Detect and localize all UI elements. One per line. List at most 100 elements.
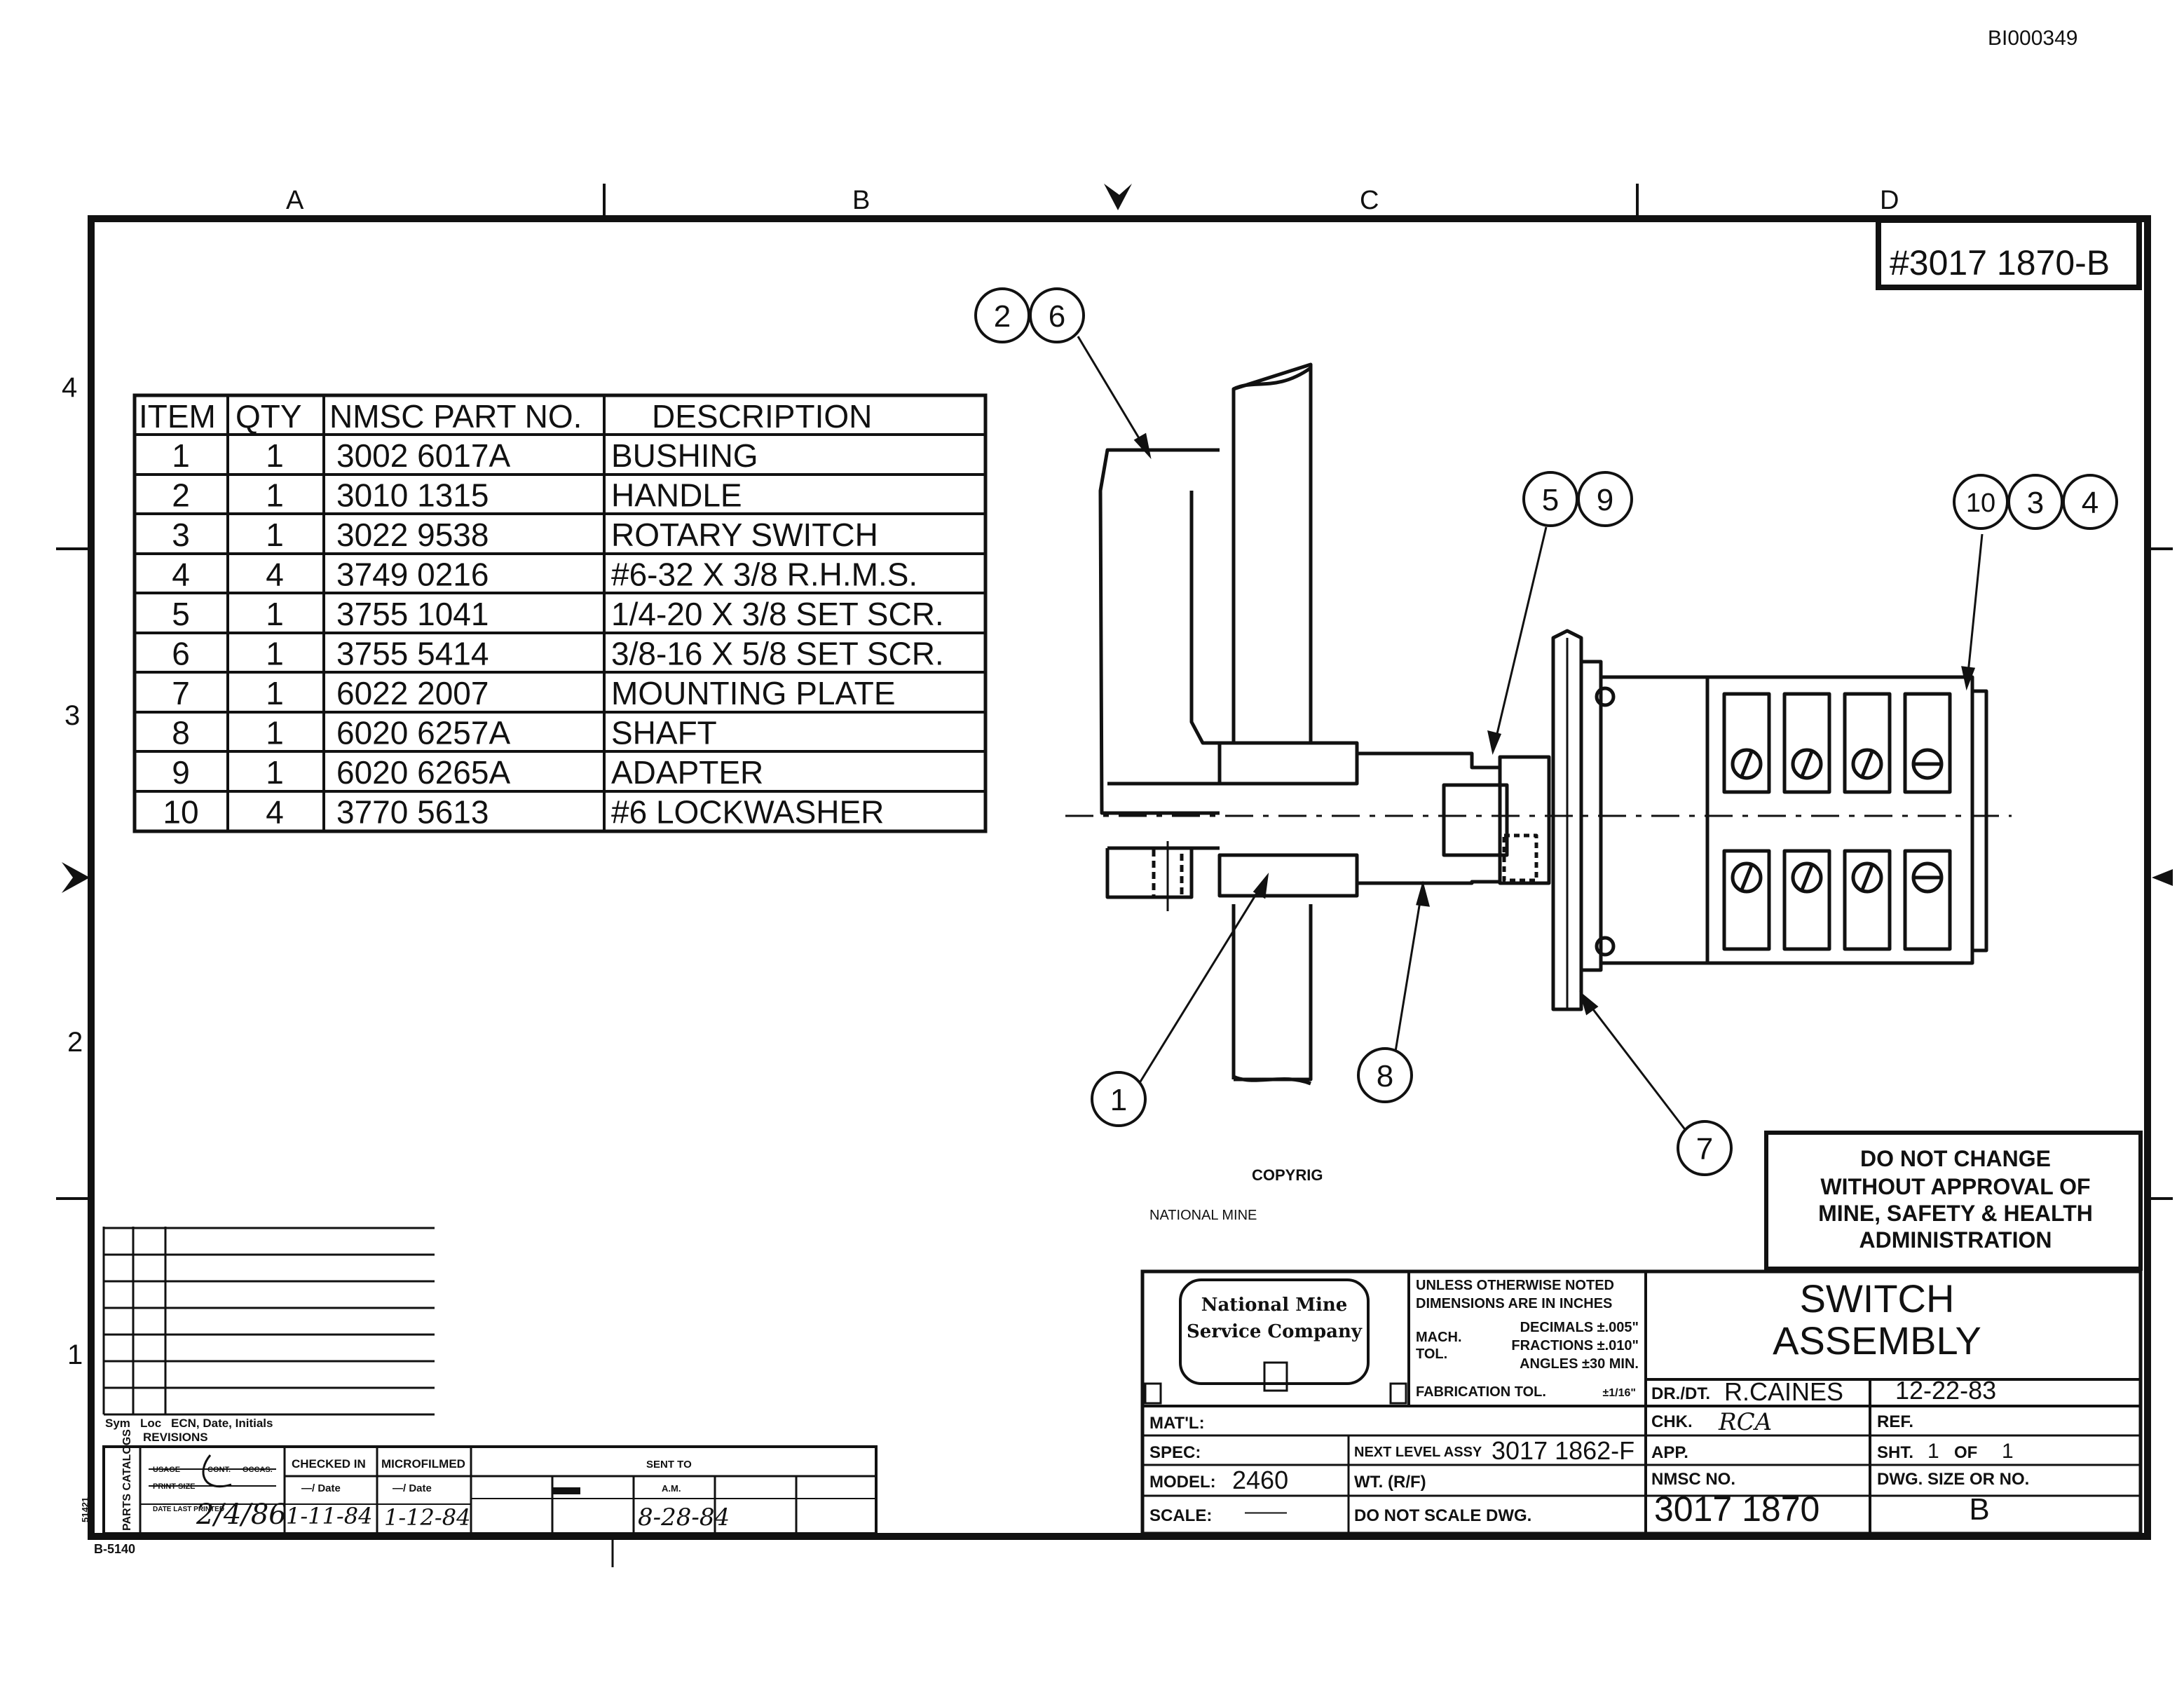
balloon-10-label: 10 xyxy=(1966,489,1995,518)
copyright-fragment: COPYRIG NATIONAL MINE xyxy=(1149,1166,1323,1223)
svg-text:NATIONAL MINE: NATIONAL MINE xyxy=(1149,1208,1257,1223)
svg-text:CONT.: CONT. xyxy=(207,1466,231,1474)
document-id: BI000349 xyxy=(1988,27,2077,50)
svg-text:SCALE:: SCALE: xyxy=(1149,1506,1212,1525)
svg-text:1-11-84: 1-11-84 xyxy=(286,1503,372,1529)
svg-text:USAGE: USAGE xyxy=(153,1466,180,1474)
balloon-1-label: 1 xyxy=(1110,1083,1127,1117)
parts-row-8-part-no: 6020 6257A xyxy=(336,715,510,751)
parts-row-2-item: 2 xyxy=(172,477,190,514)
parts-row-1-description: BUSHING xyxy=(611,437,758,474)
svg-text:2/4/86: 2/4/86 xyxy=(196,1499,287,1531)
parts-row-4-qty: 4 xyxy=(266,557,284,593)
drawing-title: SWITCH ASSEMBLY xyxy=(1773,1276,1981,1363)
zone-col-d: D xyxy=(1880,186,1899,215)
svg-text:3017 1862-F: 3017 1862-F xyxy=(1492,1436,1634,1465)
svg-text:3017 1870: 3017 1870 xyxy=(1654,1489,1820,1529)
zone-col-c: C xyxy=(1360,186,1379,215)
parts-row-3-qty: 1 xyxy=(266,517,284,553)
title-block-fields: DR./DT. R.CAINES 12-22-83 CHK. RCA REF. … xyxy=(1149,1376,2029,1529)
svg-text:DATE LAST PRINTED: DATE LAST PRINTED xyxy=(153,1506,224,1513)
parts-row-7-item: 7 xyxy=(172,675,190,711)
balloon-7 xyxy=(1677,1120,1733,1176)
parts-row-10-description: #6 LOCKWASHER xyxy=(611,794,884,831)
balloon-8-label: 8 xyxy=(1377,1059,1393,1093)
balloon-7-label: 7 xyxy=(1696,1132,1713,1166)
balloon-1 xyxy=(1091,1071,1147,1127)
svg-text:DECIMALS ±.005": DECIMALS ±.005" xyxy=(1520,1320,1639,1335)
balloon-3-label: 3 xyxy=(2027,486,2044,520)
tolerance-notes: UNLESS OTHERWISE NOTED DIMENSIONS ARE IN… xyxy=(1416,1278,1639,1400)
svg-text:OF: OF xyxy=(1954,1443,1977,1462)
svg-text:TOL.: TOL. xyxy=(1416,1346,1447,1362)
parts-row-4-description: #6-32 X 3/8 R.H.M.S. xyxy=(611,557,917,593)
distribution-block xyxy=(102,1445,878,1567)
rotary-switch-part xyxy=(1599,675,1974,965)
parts-row-5-item: 5 xyxy=(172,596,190,632)
svg-text:1: 1 xyxy=(2002,1440,2014,1463)
revisions-labels: Sym Loc ECN, Date, Initials REVISIONS xyxy=(105,1417,273,1444)
parts-row-7-qty: 1 xyxy=(266,675,284,711)
switch-assembly-view xyxy=(1098,362,1988,1086)
svg-text:OCCAS.: OCCAS. xyxy=(243,1466,273,1474)
balloon-6-label: 6 xyxy=(1049,299,1065,334)
svg-text:PARTS CATALOGS: PARTS CATALOGS xyxy=(121,1429,133,1531)
svg-text:2460: 2460 xyxy=(1232,1466,1288,1494)
col-header-item: ITEM xyxy=(139,398,216,435)
svg-text:Service Company: Service Company xyxy=(1187,1321,1363,1342)
svg-text:DO NOT CHANGE: DO NOT CHANGE xyxy=(1860,1146,2051,1171)
zone-col-a: A xyxy=(286,186,304,215)
top-center-arrow xyxy=(1104,184,1132,210)
svg-text:SPEC:: SPEC: xyxy=(1149,1443,1201,1462)
parts-row-10-qty: 4 xyxy=(266,794,284,831)
parts-row-1-qty: 1 xyxy=(266,437,284,474)
revisions-block xyxy=(102,1227,435,1416)
parts-row-9-item: 9 xyxy=(172,754,190,791)
parts-row-6-part-no: 3755 5414 xyxy=(336,636,489,672)
svg-text:SHT.: SHT. xyxy=(1877,1443,1913,1462)
parts-row-5-part-no: 3755 1041 xyxy=(336,596,489,632)
svg-text:ASSEMBLY: ASSEMBLY xyxy=(1773,1318,1981,1363)
balloon-5-label: 5 xyxy=(1542,483,1559,517)
svg-text:WITHOUT APPROVAL OF: WITHOUT APPROVAL OF xyxy=(1820,1174,2090,1199)
parts-row-7-description: MOUNTING PLATE xyxy=(611,675,896,711)
parts-row-5-qty: 1 xyxy=(266,596,284,632)
parts-row-10-part-no: 3770 5613 xyxy=(336,794,489,831)
mounting-panel xyxy=(1231,904,1313,1082)
zone-row-1: 1 xyxy=(67,1339,83,1370)
parts-row-8-item: 8 xyxy=(172,715,190,751)
distribution-labels: PARTS CATALOGS USAGE PRINT SIZE DATE LAS… xyxy=(80,1429,730,1556)
parts-row-4-item: 4 xyxy=(172,557,190,593)
svg-text:——: —— xyxy=(1245,1500,1287,1523)
balloon-6 xyxy=(1029,287,1085,343)
adapter-part xyxy=(1442,783,1509,857)
parts-row-7-part-no: 6022 2007 xyxy=(336,675,489,711)
svg-text:Loc: Loc xyxy=(140,1417,161,1430)
right-center-arrow xyxy=(2152,869,2173,886)
parts-row-8-qty: 1 xyxy=(266,715,284,751)
svg-text:NEXT LEVEL ASSY: NEXT LEVEL ASSY xyxy=(1354,1445,1482,1460)
svg-text:B-5140: B-5140 xyxy=(94,1542,135,1556)
parts-row-8-description: SHAFT xyxy=(611,715,717,751)
svg-text:±1/16": ±1/16" xyxy=(1602,1387,1636,1399)
svg-text:National Mine: National Mine xyxy=(1201,1295,1348,1316)
svg-text:REVISIONS: REVISIONS xyxy=(143,1431,208,1444)
parts-row-9-part-no: 6020 6265A xyxy=(336,754,510,791)
svg-text:ECN, Date, Initials: ECN, Date, Initials xyxy=(171,1417,273,1430)
col-header-part-no: NMSC PART NO. xyxy=(329,398,582,435)
balloon-9-label: 9 xyxy=(1597,483,1613,517)
parts-row-9-description: ADAPTER xyxy=(611,754,763,791)
svg-text:MINE, SAFETY & HEALTH: MINE, SAFETY & HEALTH xyxy=(1818,1201,2093,1226)
parts-row-2-description: HANDLE xyxy=(611,477,742,514)
drawing-frame xyxy=(56,184,2173,1540)
parts-row-4-part-no: 3749 0216 xyxy=(336,557,489,593)
svg-text:A.M.: A.M. xyxy=(662,1483,681,1494)
left-center-arrow xyxy=(62,862,90,893)
svg-text:DIMENSIONS ARE IN INCHES: DIMENSIONS ARE IN INCHES xyxy=(1416,1296,1612,1311)
svg-text:WT. (R/F): WT. (R/F) xyxy=(1354,1473,1426,1492)
svg-text:SENT TO: SENT TO xyxy=(646,1459,692,1471)
svg-text:—/ Date: —/ Date xyxy=(301,1482,341,1494)
parts-row-6-qty: 1 xyxy=(266,636,284,672)
svg-text:FABRICATION TOL.: FABRICATION TOL. xyxy=(1416,1384,1546,1400)
col-header-qty: QTY xyxy=(236,398,302,435)
